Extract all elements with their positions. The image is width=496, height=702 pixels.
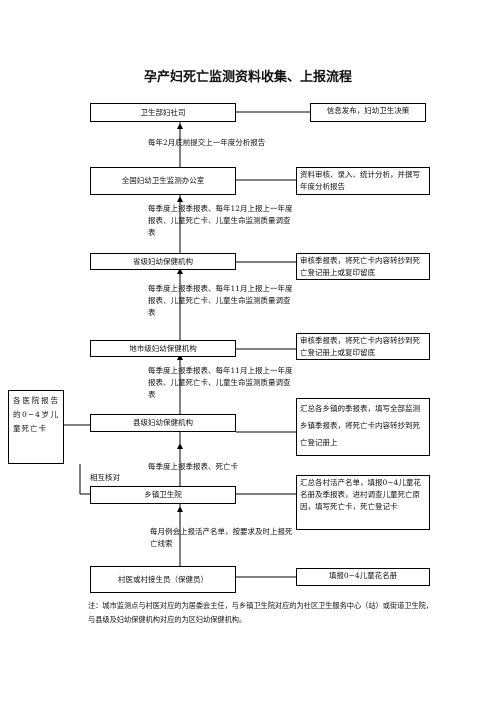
note-municipal-submit: 每季度上报季报表、每年11月上报上一年度报表、儿童死亡卡、儿童生命监测质量调查表 — [148, 284, 293, 317]
box-municipal: 地市级妇幼保健机构 — [90, 340, 236, 357]
box-municipal-review: 审核季报表，将死亡卡内容转抄到死亡登记册上或复印留底 — [296, 333, 430, 360]
arrow-up-2 — [177, 196, 183, 202]
box-analysis: 资料审核、录入、统计分析，并撰写年度分析报告 — [296, 167, 430, 195]
box-national-office: 全国妇幼卫生监测办公室 — [90, 167, 236, 195]
arrow-up-1 — [177, 123, 183, 129]
footer-note: 注：城市监测点与村医对应的为居委会主任，与乡镇卫生院对应的为社区卫生服务中心（站… — [88, 601, 434, 624]
box-county: 县级妇幼保健机构 — [90, 414, 236, 432]
arrow-up-6 — [177, 506, 183, 512]
note-annual-report: 每年2月底前提交上一年度分析报告 — [148, 138, 266, 147]
page-title: 孕产妇死亡监测资料收集、上报流程 — [143, 70, 352, 85]
note-village-submit: 每月例会上报活产名单，按要求及时上报死亡线索 — [150, 527, 293, 548]
box-township-summary: 汇总各村活产名单，填报0~4儿童花名册及季报表，进村调查儿童死亡原因，填写死亡卡… — [296, 475, 430, 530]
arrow-up-5 — [177, 443, 183, 449]
arrow-up-3 — [177, 268, 183, 274]
box-village: 村医或村接生员（保健员） — [90, 566, 236, 593]
box-provincial-review: 审核季报表，将死亡卡内容转抄到死亡登记册上或复印留底 — [296, 253, 430, 280]
note-provincial-submit: 每季度上报季报表、每年12月上报上一年度报表、儿童死亡卡、儿童生命监测质量调查表 — [148, 204, 293, 237]
box-township: 乡镇卫生院 — [90, 486, 236, 504]
note-township-submit: 每季度上报季报表、死亡卡 — [148, 462, 238, 471]
box-county-summary: 汇总各乡镇的季报表，填写全部监测乡镇季报表，将死亡卡内容转抄到死亡登记册上 — [296, 398, 430, 456]
box-village-roster: 填报0~4儿童花名册 — [296, 568, 430, 586]
note-county-submit: 每季度上报季报表、每年11月上报上一年度报表、儿童死亡卡、儿童生命监测质量调查表 — [148, 366, 293, 399]
box-ministry: 卫生部妇社司 — [90, 103, 236, 122]
box-policy: 信息发布，妇幼卫生决策 — [310, 103, 426, 122]
cross-check-label: 相互核对 — [90, 473, 120, 482]
box-provincial: 省级妇幼保健机构 — [90, 253, 236, 270]
arrow-up-4 — [177, 354, 183, 360]
box-hospital-reports: 各医院报告的0~4岁儿童死亡卡 — [8, 390, 64, 464]
